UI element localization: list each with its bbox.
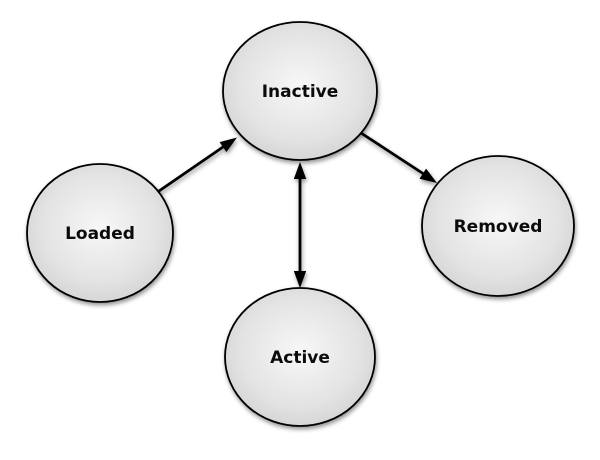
arrowhead-into-active-from-inactive — [293, 271, 307, 288]
node-active-label: Active — [270, 348, 330, 368]
arrowhead-into-inactive-from-loaded — [219, 137, 237, 152]
node-removed-label: Removed — [454, 217, 543, 237]
node-loaded-circle — [26, 163, 174, 303]
node-active: Active — [224, 287, 376, 427]
node-active-circle — [224, 287, 376, 427]
arrowhead-into-removed-from-inactive — [419, 168, 437, 183]
node-loaded: Loaded — [26, 163, 174, 303]
arrowhead-into-inactive-from-active — [293, 162, 307, 179]
node-inactive: Inactive — [222, 21, 378, 161]
node-removed: Removed — [421, 155, 575, 297]
node-removed-circle — [421, 155, 575, 297]
node-loaded-label: Loaded — [65, 224, 135, 244]
arrow-inactive-to-removed — [359, 131, 437, 183]
node-inactive-label: Inactive — [262, 82, 339, 102]
node-inactive-circle — [222, 21, 378, 161]
arrow-inactive-active-two-way — [293, 162, 307, 288]
arrow-loaded-to-inactive — [157, 137, 237, 193]
